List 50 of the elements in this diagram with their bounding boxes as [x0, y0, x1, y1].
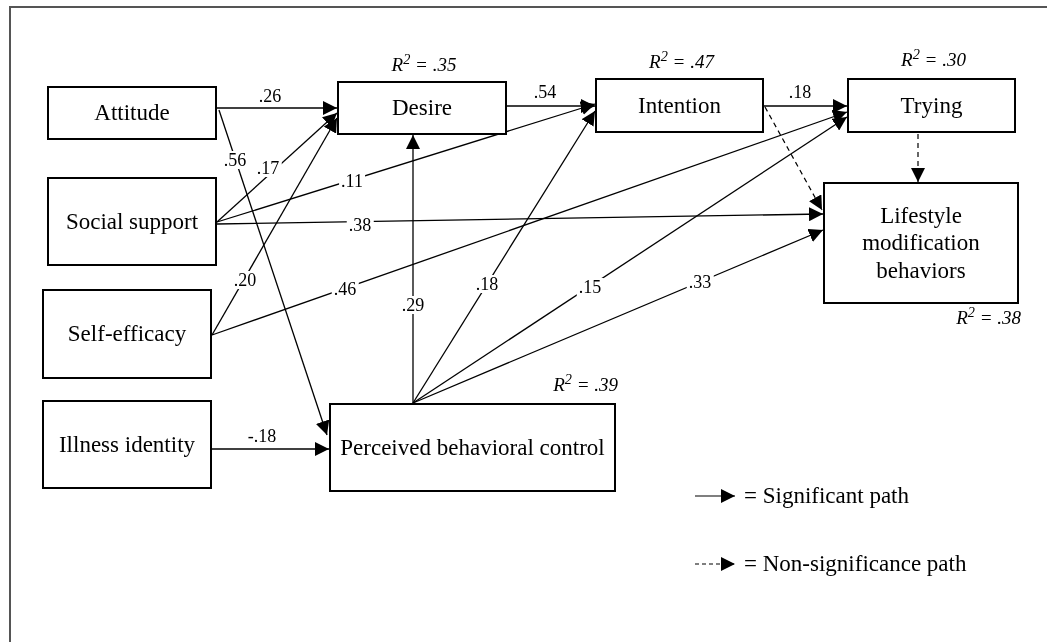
path-coefficient: .26	[256, 87, 284, 105]
r-squared-label: R$^{2}$ = .47	[648, 52, 716, 71]
arrow	[763, 99, 848, 113]
path-coefficient: .38	[346, 216, 374, 234]
path-coefficient: .17	[254, 159, 282, 177]
arrow	[412, 229, 824, 404]
path-coefficient: .18	[786, 83, 814, 101]
path-coefficient: .29	[399, 296, 427, 314]
path-coefficient: .15	[576, 278, 604, 296]
variable-box	[47, 177, 217, 266]
variable-name: Perceived behavioral control	[339, 433, 606, 462]
variable-name: Desire	[391, 94, 453, 122]
arrow	[216, 101, 338, 115]
path-coefficient: .54	[531, 83, 559, 101]
variable-name: Trying	[899, 91, 964, 120]
variable-name: Self-efficacy	[66, 320, 188, 348]
variable-name: Intention	[636, 91, 722, 120]
variable-box	[42, 289, 212, 379]
arrow	[216, 101, 596, 223]
legend-text: = Significant path	[744, 484, 909, 507]
arrow	[216, 112, 338, 223]
r-squared-label: R$^{2}$ = .38	[955, 308, 1021, 327]
variable-name: Social support	[64, 207, 200, 236]
variable-name: Attitude	[93, 99, 171, 127]
r-squared-label: R$^{2}$ = .35	[390, 55, 458, 74]
path-coefficient: .33	[686, 273, 714, 291]
variable-box	[47, 86, 217, 140]
path-coefficient: .18	[473, 275, 501, 293]
arrow	[218, 109, 330, 436]
arrow	[216, 207, 824, 225]
arrow	[412, 116, 848, 404]
path-coefficient: .46	[331, 280, 359, 298]
dashed-arrow	[911, 133, 925, 183]
path-coefficient: .20	[231, 271, 259, 289]
legend-text: = Non-significance path	[744, 552, 967, 575]
dashed-arrow	[764, 106, 823, 211]
r-squared-label: R$^{2}$ = .39	[552, 375, 618, 394]
path-coefficient: -.18	[245, 427, 279, 445]
arrow	[211, 110, 848, 336]
arrow	[211, 442, 330, 456]
arrow	[211, 117, 338, 336]
variable-name: Illness identity	[57, 430, 197, 459]
variable-name: Lifestyle modification behaviors	[861, 201, 981, 285]
path-coefficient: .56	[221, 151, 249, 169]
arrow	[412, 110, 596, 404]
path-coefficient: .11	[339, 172, 365, 190]
variable-box	[42, 400, 212, 489]
arrow	[406, 134, 420, 404]
arrow	[506, 99, 596, 113]
r-squared-label: R$^{2}$ = .30	[900, 50, 967, 69]
